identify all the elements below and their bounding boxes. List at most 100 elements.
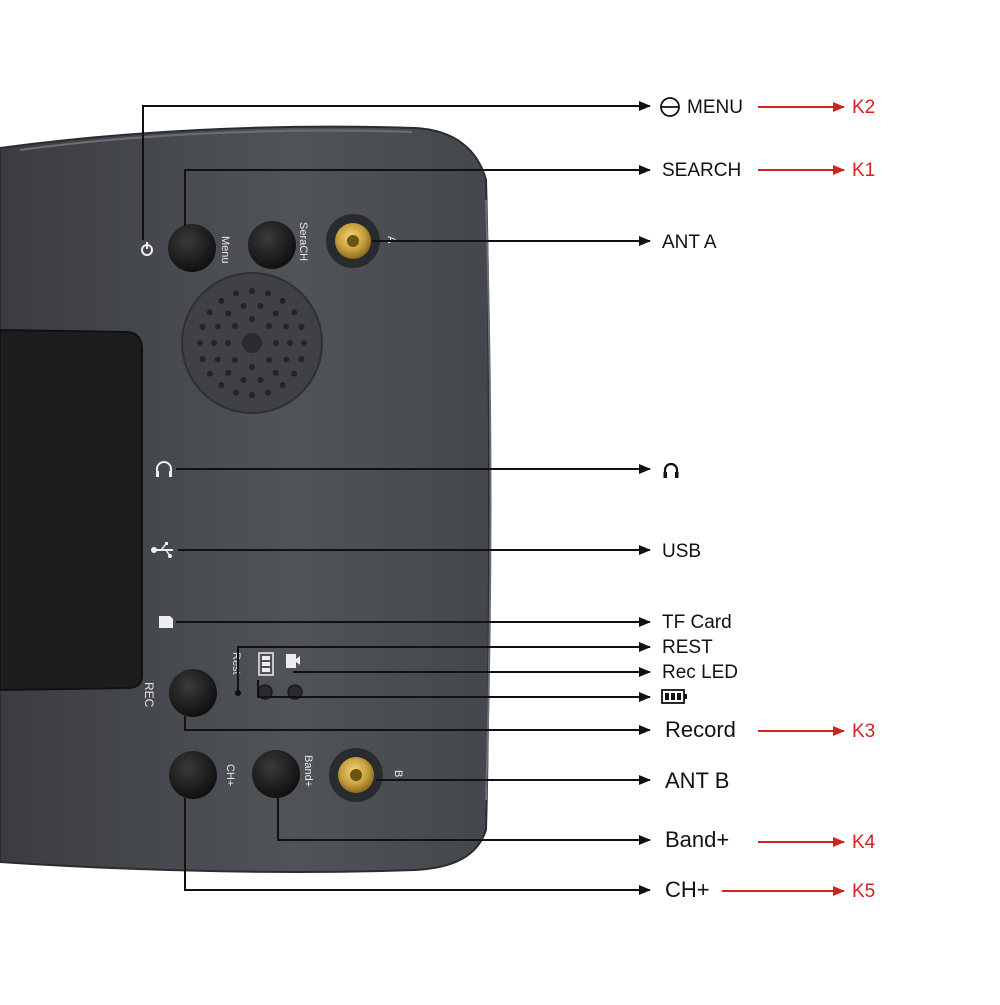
speaker-hole: [214, 323, 221, 330]
speaker-hole: [272, 310, 279, 317]
speaker-hole: [287, 340, 293, 346]
callout-menu: MENU K2: [660, 97, 875, 118]
leader-menu: [142, 101, 651, 240]
speaker-hole: [199, 356, 206, 363]
speaker-hole: [257, 303, 264, 309]
speaker-hole: [265, 290, 272, 297]
silk-antenna-b-label: B: [392, 770, 404, 777]
callout-tf-card-label: TF Card: [662, 612, 732, 633]
key-code-k4: K4: [852, 832, 876, 853]
leader-ch-plus: [184, 798, 651, 895]
power-icon: [660, 97, 680, 117]
speaker-hole: [298, 356, 305, 363]
rec-button[interactable]: [169, 669, 217, 717]
leader-battery: [257, 680, 651, 702]
silk-ch-plus-label: CH+: [224, 764, 236, 786]
speaker-hole: [206, 370, 213, 377]
speaker-hole: [218, 297, 225, 304]
tf-card-silk-icon: [159, 616, 173, 628]
speaker-hole: [266, 357, 272, 363]
rec-led: [287, 684, 303, 700]
speaker-hole: [214, 356, 221, 363]
callout-rec-led-label: Rec LED: [662, 662, 738, 683]
headphone-icon: [663, 462, 679, 478]
callout-record-label: Record: [665, 717, 736, 742]
callout-record: Record K3: [665, 717, 875, 742]
speaker-hole: [225, 369, 232, 376]
usb-silk-icon: [151, 542, 173, 558]
callout-search: SEARCH K1: [662, 160, 875, 181]
callout-ant-b-label: ANT B: [665, 768, 729, 793]
callout-band-plus-label: Band+: [665, 827, 729, 852]
speaker-hole: [249, 392, 255, 398]
callout-rest-label: REST: [662, 637, 713, 658]
callout-search-label: SEARCH: [662, 160, 741, 181]
antenna-b-connector: [329, 748, 383, 802]
leader-lines: [142, 101, 651, 895]
leader-search: [184, 165, 651, 226]
speaker-hole: [225, 310, 232, 317]
speaker-hole: [240, 303, 247, 309]
battery-icon: [661, 689, 687, 704]
speaker-hole: [197, 340, 203, 346]
speaker-hole: [206, 309, 213, 316]
rest-pinhole[interactable]: [235, 690, 241, 696]
band-plus-button[interactable]: [252, 750, 300, 798]
speaker-hole: [283, 356, 290, 363]
silk-menu-label: Menu: [219, 236, 231, 264]
speaker-grille: [181, 272, 323, 414]
callout-ch-plus-label: CH+: [665, 877, 710, 902]
speaker-hole: [211, 340, 217, 346]
callout-menu-label: MENU: [687, 97, 743, 118]
speaker-hole: [249, 316, 255, 322]
speaker-hole: [225, 340, 231, 346]
speaker-hole: [273, 340, 279, 346]
battery-silk-icon: [258, 652, 274, 676]
leader-record: [184, 716, 651, 735]
key-code-k2: K2: [852, 97, 875, 118]
speaker-hole: [232, 323, 238, 329]
speaker-hole: [279, 382, 286, 389]
leader-band-plus: [277, 798, 651, 845]
speaker-hole: [266, 323, 272, 329]
speaker-hole: [257, 377, 264, 383]
speaker-hole: [291, 309, 298, 316]
key-code-k5: K5: [852, 881, 875, 902]
speaker-hole: [265, 389, 272, 396]
speaker-hole: [240, 377, 247, 383]
key-code-k3: K3: [852, 721, 875, 742]
speaker-hole: [249, 364, 255, 370]
silk-search-label: SeraCH: [297, 222, 309, 261]
callout-ant-a-label: ANT A: [662, 232, 717, 253]
speaker-hole: [199, 323, 206, 330]
key-code-k1: K1: [852, 160, 875, 181]
callout-band-plus: Band+ K4: [665, 827, 876, 853]
callout-ch-plus: CH+ K5: [665, 877, 875, 902]
silk-rec-label: REC: [142, 682, 156, 708]
silk-rest-label: Rest: [230, 652, 242, 675]
antenna-a-connector: [326, 214, 380, 268]
menu-button[interactable]: [168, 224, 216, 272]
search-button[interactable]: [248, 221, 296, 269]
speaker-hole: [218, 382, 225, 389]
callout-usb-label: USB: [662, 541, 701, 562]
headphone-silk-icon: [156, 461, 172, 477]
speaker-hole: [249, 288, 255, 294]
speaker-hole: [232, 389, 239, 396]
speaker-hole: [232, 357, 238, 363]
speaker-hole: [232, 290, 239, 297]
speaker-hole: [272, 369, 279, 376]
speaker-hole: [298, 323, 305, 330]
leader-rest: [237, 642, 651, 690]
speaker-hole: [301, 340, 307, 346]
speaker-hole: [291, 370, 298, 377]
camera-silk-icon: [286, 654, 300, 668]
silk-band-plus-label: Band+: [302, 755, 314, 787]
speaker-hole: [279, 297, 286, 304]
power-symbol-silk-icon: [141, 242, 153, 256]
speaker-hole: [283, 323, 290, 330]
screen-panel: [0, 328, 143, 692]
ch-plus-button[interactable]: [169, 751, 217, 799]
